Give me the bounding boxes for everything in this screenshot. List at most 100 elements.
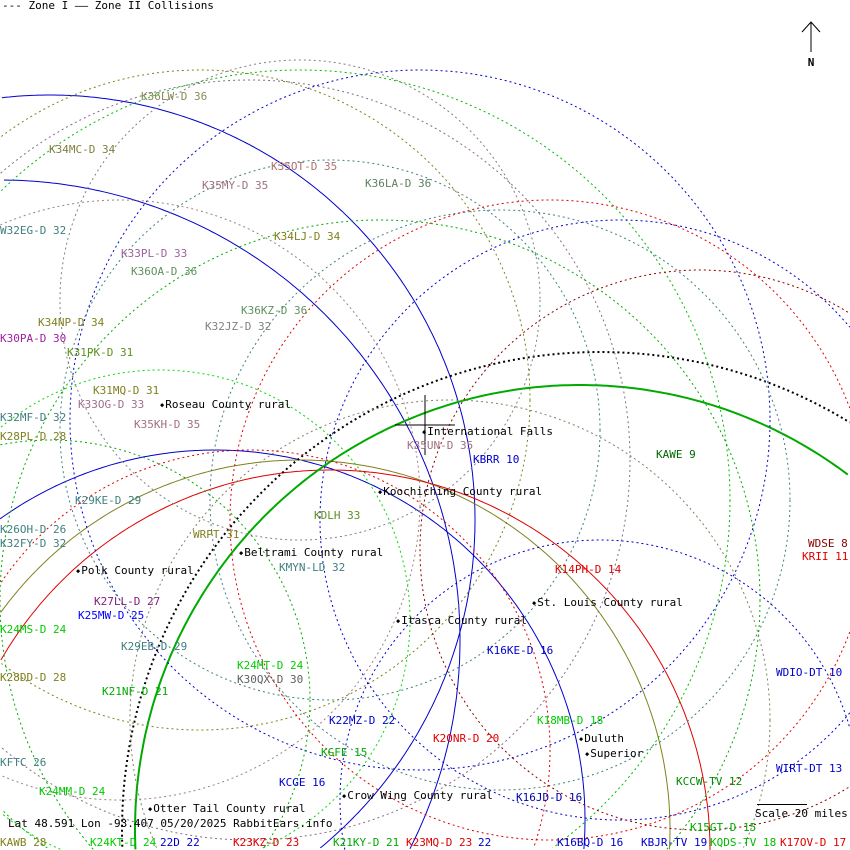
station-label[interactable]: KCGE 16 xyxy=(279,776,326,789)
coverage-circle xyxy=(229,199,850,841)
station-label[interactable]: K29EB-D 29 xyxy=(121,640,188,653)
place-label[interactable]: Crow Wing County rural xyxy=(342,790,493,802)
place-label[interactable]: Itasca County rural xyxy=(396,615,527,627)
scale-label: Scale 20 miles xyxy=(755,807,848,820)
station-label[interactable]: K32JZ-D 32 xyxy=(205,320,272,333)
station-label[interactable]: K16BQ-D 16 xyxy=(557,836,624,849)
station-label[interactable]: KRII 11 xyxy=(802,550,849,563)
coverage-circle xyxy=(69,69,771,771)
station-label[interactable]: K15GT-D 15 xyxy=(690,821,757,834)
station-label[interactable]: K16KE-D 16 xyxy=(487,644,554,657)
station-label[interactable]: K36LA-D 36 xyxy=(365,177,432,190)
station-label[interactable]: WDIO-DT 10 xyxy=(776,666,843,679)
station-label[interactable]: K30QX-D 30 xyxy=(237,673,304,686)
coverage-circle xyxy=(0,459,671,850)
station-label[interactable]: WDSE 8 xyxy=(808,537,848,550)
coverage-circle xyxy=(134,384,849,850)
station-label[interactable]: K17OV-D 17 xyxy=(780,836,847,849)
station-label[interactable]: K36LW-D 36 xyxy=(141,90,208,103)
station-label[interactable]: KBJR-TV 19 xyxy=(641,836,708,849)
coverage-circle xyxy=(419,269,849,831)
coverage-circle xyxy=(319,219,850,821)
station-label[interactable]: K24MM-D 24 xyxy=(39,785,106,798)
station-label[interactable]: K30PA-D 30 xyxy=(0,332,67,345)
station-label[interactable]: K24MT-D 24 xyxy=(237,659,304,672)
station-label[interactable]: K16JD-D 16 xyxy=(516,791,583,804)
coverage-circle xyxy=(1,69,531,731)
station-label[interactable]: KQDS-TV 18 xyxy=(710,836,777,849)
legend-zone1: --- Zone I xyxy=(2,0,69,12)
station-label[interactable]: K33PL-D 33 xyxy=(121,247,188,260)
station-label[interactable]: KMYN-LD 32 xyxy=(279,561,346,574)
station-label[interactable]: K21KY-D 21 xyxy=(333,836,400,849)
place-label[interactable]: Duluth xyxy=(579,733,624,745)
coverage-circle xyxy=(0,219,761,850)
place-label[interactable]: Superior xyxy=(585,748,643,760)
station-label[interactable]: 22 xyxy=(478,836,492,849)
place-label[interactable]: Roseau County rural xyxy=(160,399,291,411)
coverage-circle xyxy=(59,59,541,541)
station-label[interactable]: K24KT-D 24 xyxy=(90,836,157,849)
station-label[interactable]: K22MZ-D 22 xyxy=(329,714,396,727)
legend: --- Zone I —— Zone II Collisions xyxy=(2,0,214,12)
station-label[interactable]: K33OG-D 33 xyxy=(78,398,145,411)
station-label[interactable]: KAWE 9 xyxy=(656,448,696,461)
coverage-circle xyxy=(0,449,551,848)
station-label[interactable]: K35MY-D 35 xyxy=(202,179,269,192)
station-label[interactable]: K27LL-D 27 xyxy=(94,595,161,608)
station-label[interactable]: K23KZ-D 23 xyxy=(233,836,300,849)
station-label[interactable]: KFTC 26 xyxy=(0,756,47,769)
station-label[interactable]: W32EG-D 32 xyxy=(0,224,67,237)
coverage-circle xyxy=(209,209,791,791)
station-label[interactable]: K34MC-D 34 xyxy=(49,143,116,156)
station-label[interactable]: K35UN-D 35 xyxy=(407,439,474,452)
station-label[interactable]: K24MS-D 24 xyxy=(0,623,67,636)
station-label[interactable]: K34NP-D 34 xyxy=(38,316,105,329)
station-label[interactable]: K35OT-D 35 xyxy=(271,160,338,173)
station-label[interactable]: K14PH-D 14 xyxy=(555,563,622,576)
station-label[interactable]: K26OH-D 26 xyxy=(0,523,67,536)
station-label[interactable]: KDLH 33 xyxy=(314,509,361,522)
station-label[interactable]: KGFE 15 xyxy=(321,746,368,759)
coverage-circle xyxy=(0,469,711,850)
status-readout: Lat 48.591 Lon -93.407 05/20/2025 Rabbit… xyxy=(8,817,333,830)
north-label: N xyxy=(807,56,815,69)
coverage-circle xyxy=(129,399,771,848)
station-label[interactable]: WRPT 31 xyxy=(193,528,240,541)
place-label[interactable]: Polk County rural xyxy=(76,565,194,577)
station-label[interactable]: KAWB 28 xyxy=(0,836,47,849)
place-label[interactable]: International Falls xyxy=(422,426,553,438)
station-label[interactable]: K25MW-D 25 xyxy=(78,609,145,622)
station-label[interactable]: K23MQ-D 23 xyxy=(406,836,473,849)
station-label[interactable]: K21NF-D 21 xyxy=(102,685,169,698)
station-label[interactable]: K31PK-D 31 xyxy=(67,346,134,359)
station-label[interactable]: K36OA-D 36 xyxy=(131,265,198,278)
station-label[interactable]: KCCW-TV 12 xyxy=(676,775,743,788)
coverage-circle xyxy=(0,369,411,850)
coverage-circle xyxy=(339,539,850,850)
station-label[interactable]: K28DD-D 28 xyxy=(0,671,67,684)
station-label[interactable]: K34LJ-D 34 xyxy=(274,230,341,243)
coverage-circle xyxy=(0,439,311,850)
station-label[interactable]: K29KE-D 29 xyxy=(75,494,142,507)
station-label[interactable]: K32FY-D 32 xyxy=(0,537,67,550)
arrow-up-icon xyxy=(801,21,821,52)
station-label[interactable]: 22D 22 xyxy=(160,836,200,849)
station-label[interactable]: K32MF-D 32 xyxy=(0,411,67,424)
station-label[interactable]: KBRR 10 xyxy=(473,453,520,466)
place-label[interactable]: Koochiching County rural xyxy=(378,486,542,498)
place-label[interactable]: Otter Tail County rural xyxy=(148,803,305,815)
place-label[interactable]: St. Louis County rural xyxy=(532,597,683,609)
station-label[interactable]: K28PL-D 28 xyxy=(0,430,67,443)
place-label[interactable]: Beltrami County rural xyxy=(239,547,383,559)
coverage-circle xyxy=(121,351,850,847)
station-label[interactable]: K35KH-D 35 xyxy=(134,418,201,431)
station-label[interactable]: K31MQ-D 31 xyxy=(93,384,160,397)
station-label[interactable]: K20NR-D 20 xyxy=(433,732,500,745)
station-label[interactable]: K36KZ-D 36 xyxy=(241,304,308,317)
station-label[interactable]: K18MB-D 18 xyxy=(537,714,604,727)
station-label[interactable]: WIRT-DT 13 xyxy=(776,762,843,775)
scale-bar xyxy=(757,804,807,805)
